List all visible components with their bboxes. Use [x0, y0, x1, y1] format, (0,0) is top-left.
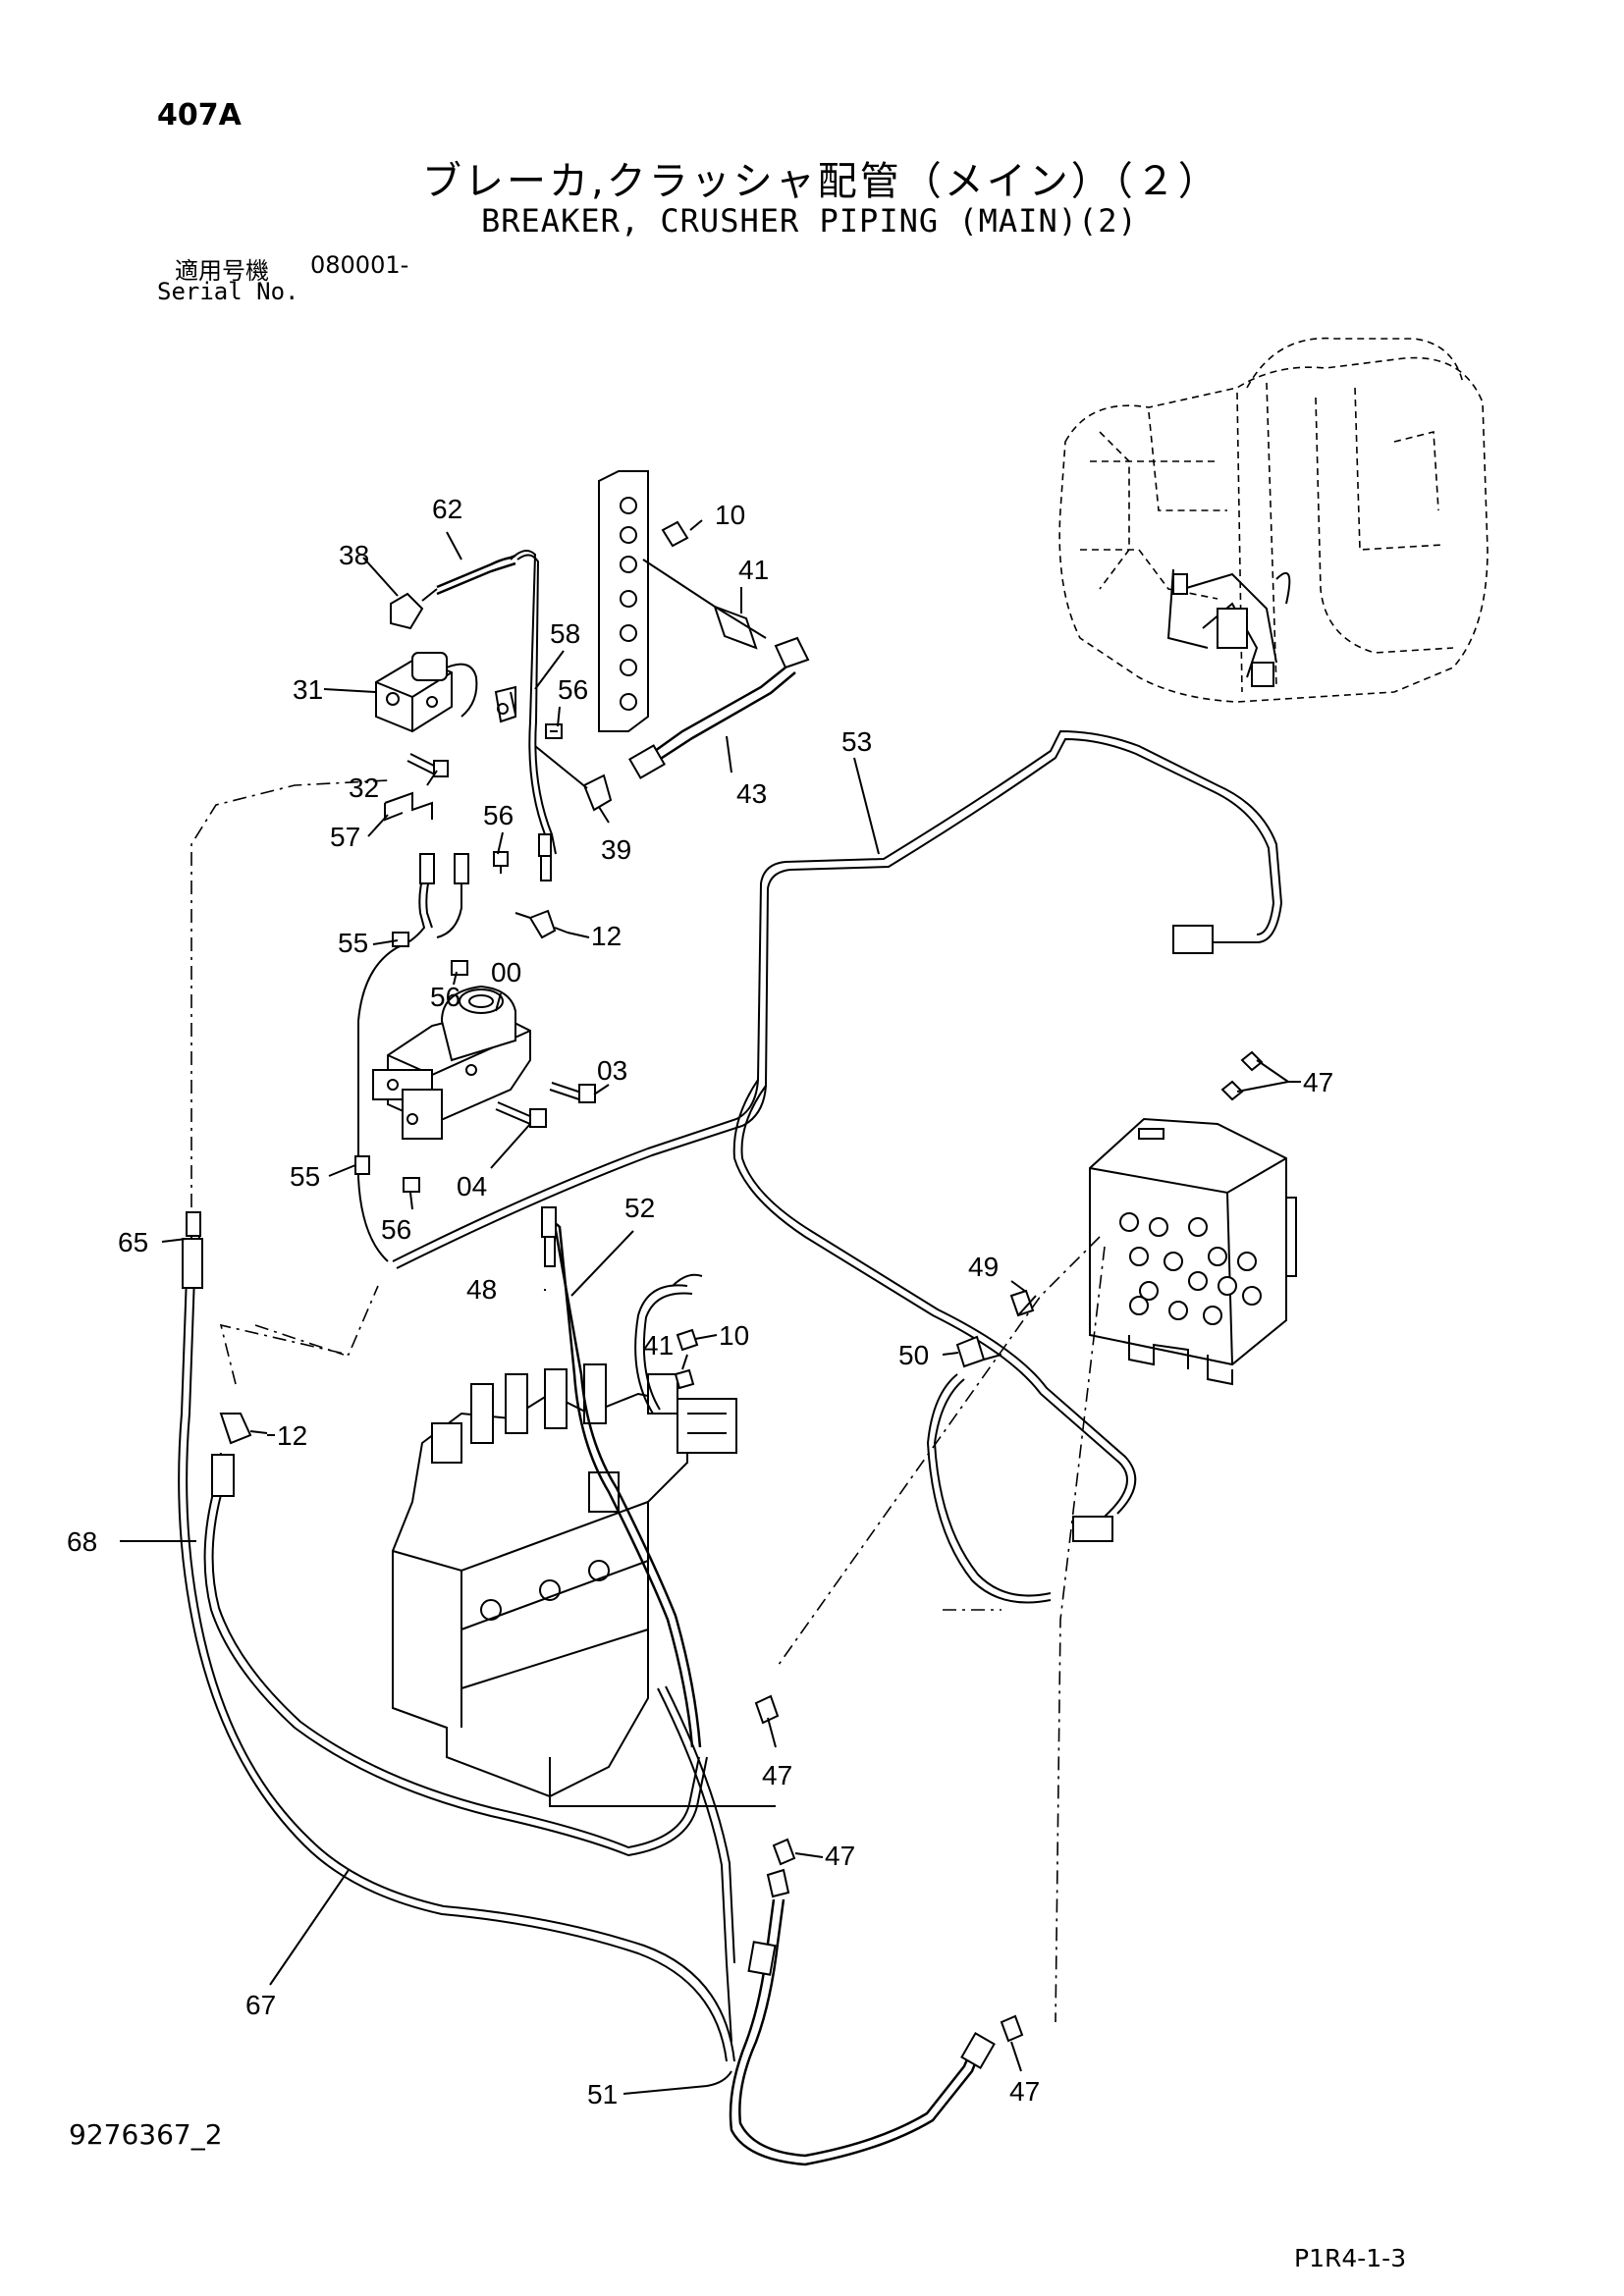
callout-12: 12 — [591, 921, 622, 951]
distribution-block — [598, 470, 649, 732]
callout-31: 31 — [293, 674, 323, 705]
callout-49: 49 — [968, 1252, 999, 1282]
callout-10: 10 — [715, 500, 745, 530]
serial-number-value: 080001- — [310, 251, 409, 279]
callout-51: 51 — [587, 2079, 618, 2109]
callout-12: 12 — [277, 1420, 307, 1451]
callout-00: 00 — [491, 957, 521, 988]
elbow-38 — [390, 592, 424, 630]
callout-56: 56 — [558, 674, 588, 705]
callout-43: 43 — [736, 778, 767, 809]
pilot-valve-box — [1089, 1117, 1297, 1386]
callout-56: 56 — [381, 1214, 411, 1245]
callout-numbers: 62 10 38 41 58 31 56 53 32 43 56 57 39 1… — [67, 494, 1333, 2109]
callout-38: 38 — [339, 540, 369, 570]
solenoid-valve-31 — [375, 652, 478, 733]
callout-41: 41 — [738, 555, 769, 585]
title-english: BREAKER, CRUSHER PIPING (MAIN)(2) — [481, 202, 1138, 240]
pilot-box-fittings — [1119, 1212, 1262, 1325]
callout-56: 56 — [483, 800, 514, 830]
sheet-code: P1R4-1-3 — [1294, 2244, 1407, 2272]
callout-67: 67 — [245, 1990, 276, 2020]
callout-55: 55 — [290, 1161, 320, 1192]
callout-55: 55 — [338, 928, 368, 958]
callout-47: 47 — [1009, 2076, 1040, 2107]
callout-47: 47 — [762, 1760, 792, 1790]
callout-62: 62 — [432, 494, 462, 524]
leader-lines — [120, 519, 1301, 2095]
machine-inset — [1058, 337, 1489, 703]
hose-62 — [436, 554, 516, 589]
hose-51 — [729, 1898, 984, 2166]
callout-57: 57 — [330, 822, 360, 852]
callout-04: 04 — [457, 1171, 487, 1201]
callout-32: 32 — [349, 773, 379, 803]
callout-53: 53 — [841, 726, 872, 757]
callout-41: 41 — [643, 1330, 674, 1361]
drawing-number: 9276367_2 — [69, 2118, 223, 2151]
hose-67 — [178, 1227, 728, 2062]
callout-03: 03 — [597, 1055, 627, 1086]
callout-68: 68 — [67, 1526, 97, 1557]
page-number: 407A — [157, 98, 242, 133]
hose-52 — [543, 1220, 694, 1748]
serial-label-english: Serial No. — [157, 278, 299, 305]
callout-50: 50 — [898, 1340, 929, 1370]
main-control-valve — [392, 1363, 776, 1807]
callout-47: 47 — [1303, 1067, 1333, 1097]
callout-65: 65 — [118, 1227, 148, 1257]
harness-53 — [392, 729, 1283, 1262]
serial-label-japanese: 適用号機 — [175, 257, 269, 285]
title-japanese: ブレーカ,クラッシャ配管（メイン）（２） — [422, 159, 1220, 204]
callout-58: 58 — [550, 618, 580, 649]
callout-10: 10 — [719, 1320, 749, 1351]
callout-56: 56 — [430, 982, 460, 1012]
callout-47: 47 — [825, 1841, 855, 1871]
callout-52: 52 — [624, 1193, 655, 1223]
callout-48: 48 — [466, 1274, 497, 1305]
callout-39: 39 — [601, 834, 631, 865]
